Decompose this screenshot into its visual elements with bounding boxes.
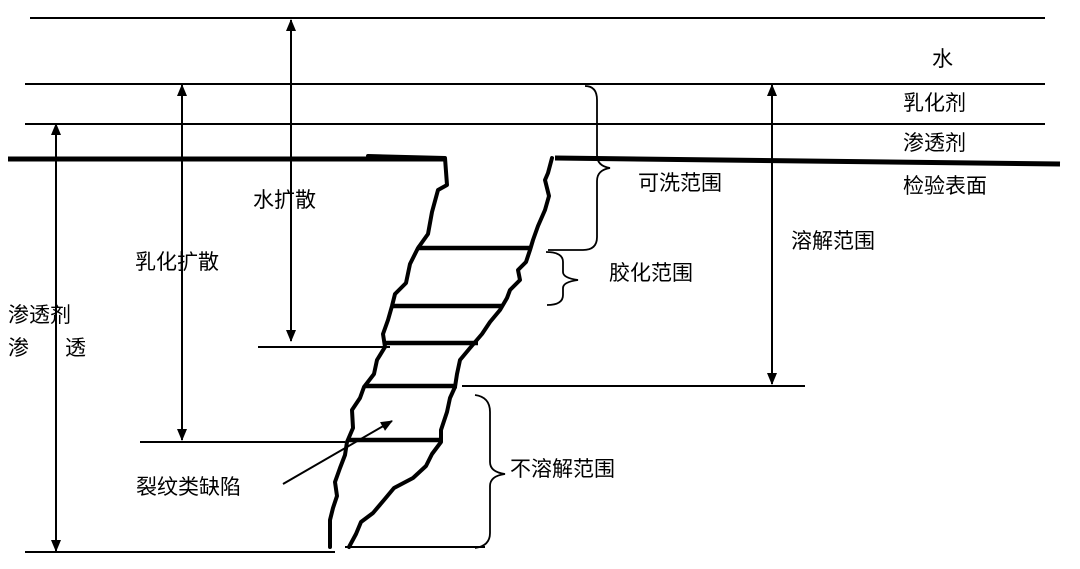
label-washable: 可洗范围 [638, 171, 722, 195]
undissolved-brace [474, 394, 506, 549]
crack-pointer-arrow [282, 420, 393, 485]
crack-left-wall [328, 154, 449, 549]
gelled-brace [545, 251, 579, 306]
label-penetrant-penetration-1: 渗透剂 [8, 303, 71, 327]
label-gelled: 胶化范围 [609, 261, 693, 285]
label-water: 水 [932, 47, 953, 71]
crack-right-wall [347, 156, 554, 549]
label-penetrant-penetration-2a: 渗 [8, 336, 29, 360]
label-emulsifier: 乳化剂 [903, 91, 966, 115]
label-penetrant-penetration-2b: 透 [65, 336, 86, 360]
label-water-diffusion: 水扩散 [253, 188, 316, 212]
label-surface: 检验表面 [903, 174, 987, 198]
label-dissolved: 溶解范围 [791, 229, 875, 253]
label-undissolved: 不溶解范围 [510, 457, 615, 481]
label-penetrant: 渗透剂 [903, 131, 966, 155]
label-emulsion-diffusion: 乳化扩散 [135, 250, 219, 274]
surface-line-right [554, 155, 1061, 167]
washable-brace [548, 85, 611, 251]
label-crack-defect: 裂纹类缺陷 [136, 475, 241, 499]
